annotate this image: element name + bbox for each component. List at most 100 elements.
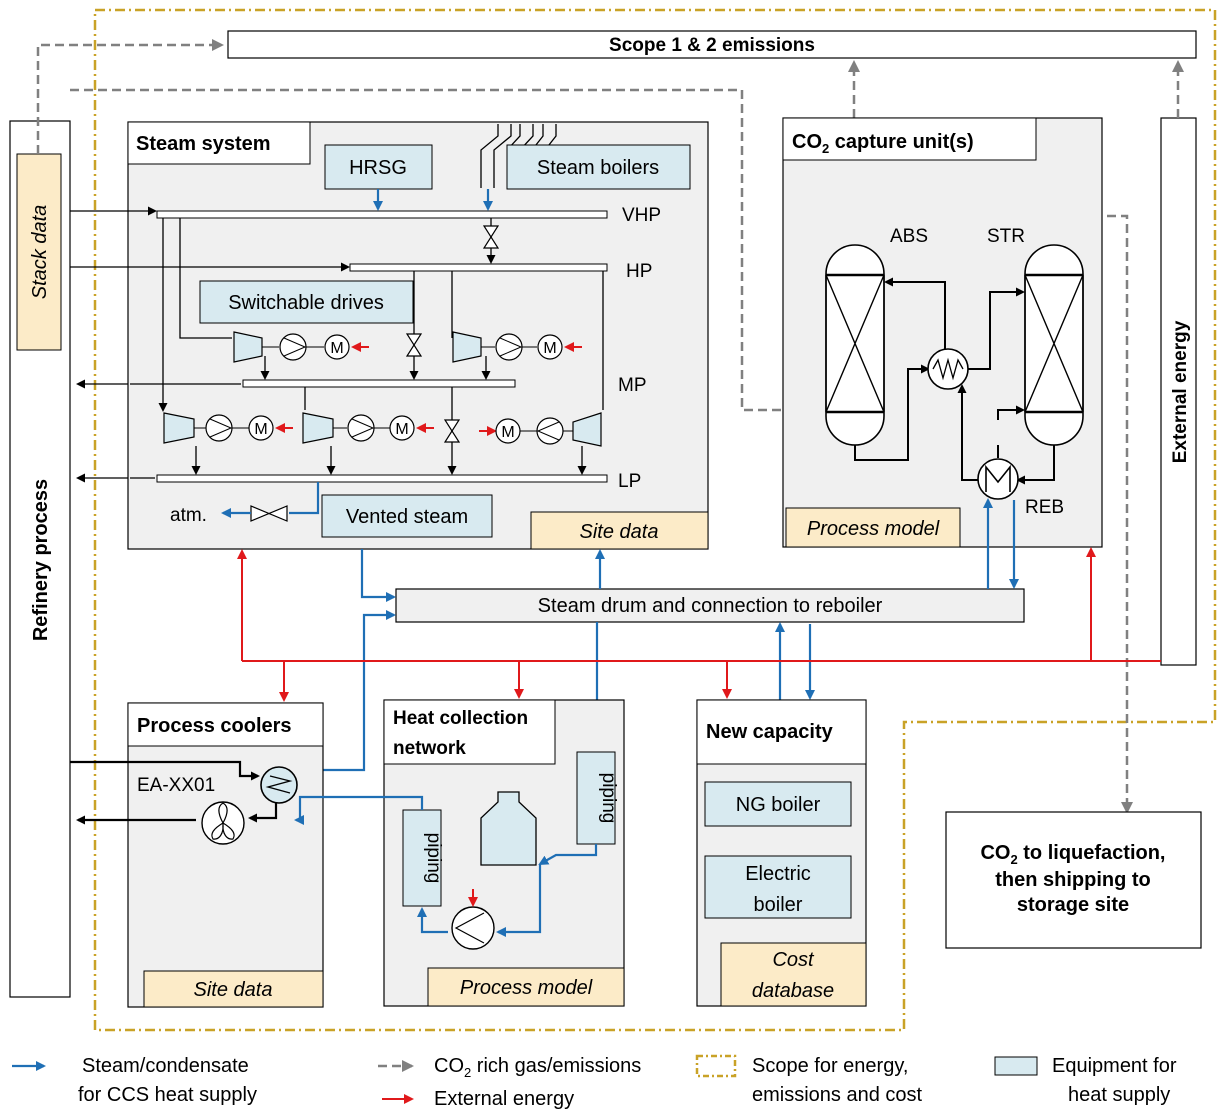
turbine-icon — [452, 331, 482, 363]
drive-train-1: M — [233, 331, 369, 363]
pump-icon — [347, 414, 375, 442]
liquefaction-box — [945, 811, 1202, 949]
hc-process-model-label: Process model — [460, 977, 593, 999]
svg-text:M: M — [254, 421, 267, 438]
electric-boiler-label-1: Electric — [745, 863, 811, 885]
motor-icon — [324, 334, 350, 360]
new-capacity-title-box — [696, 699, 867, 765]
cooler-lines — [70, 760, 278, 825]
drive-train-2: M — [452, 331, 582, 363]
legend-co2: CO2 rich gas/emissions — [434, 1055, 641, 1080]
drive-train-5: M — [479, 412, 602, 447]
atm-label: atm. — [170, 505, 207, 526]
capture-process-model-box — [785, 507, 961, 548]
hc-pump-icon — [451, 906, 495, 950]
steam-internal-lines — [70, 206, 604, 483]
svg-text:M: M — [330, 340, 343, 357]
drive-train-3: M — [163, 412, 293, 444]
heat-collection-title-box — [383, 699, 556, 765]
stripper-column — [1024, 244, 1084, 446]
turbine-icon — [233, 331, 263, 363]
legend-scope-1: Scope for energy, — [752, 1055, 908, 1077]
legend-steam-1: Steam/condensate — [82, 1055, 249, 1077]
electric-boiler-label-2: boiler — [754, 894, 803, 916]
steam-boilers-label: Steam boilers — [537, 157, 659, 179]
lp-header — [156, 474, 608, 483]
heat-collection-title-2: network — [393, 738, 466, 759]
steam-site-data-label: Site data — [580, 521, 659, 543]
liquefaction-line-3: storage site — [1017, 894, 1129, 916]
steam-drum-box — [395, 588, 1025, 623]
stack-data-label: Stack data — [29, 205, 51, 300]
legend: Steam/condensate for CCS heat supply CO2… — [12, 1054, 1177, 1110]
turbine-icon — [302, 412, 334, 444]
pump-icon — [205, 414, 233, 442]
process-coolers-title: Process coolers — [137, 715, 292, 737]
process-coolers-title-box — [127, 702, 324, 747]
piping-box-right — [576, 751, 616, 845]
piping-label-right: piping — [598, 773, 619, 824]
svg-text:M: M — [501, 424, 514, 441]
motor-icon — [537, 334, 563, 360]
capture-process-model-label: Process model — [807, 518, 940, 540]
piping-box-left — [402, 809, 442, 907]
vented-steam-box[interactable] — [321, 494, 493, 538]
tank-icon — [480, 791, 537, 866]
drive-train-4: M — [302, 412, 434, 444]
new-capacity-title: New capacity — [706, 721, 834, 743]
capture-title-box — [782, 117, 1037, 161]
steam-drum-label: Steam drum and connection to reboiler — [538, 595, 883, 617]
scope-emissions-bar — [227, 30, 1197, 59]
switchable-drives-label: Switchable drives — [228, 292, 384, 314]
motor-icon — [389, 415, 415, 441]
pump-icon — [495, 333, 523, 361]
turbine-icon — [163, 412, 195, 444]
scope-emissions-label: Scope 1 & 2 emissions — [609, 35, 815, 56]
pump-icon — [536, 417, 564, 445]
external-energy-lines — [237, 547, 1161, 702]
cooler-heat-exchanger-icon — [260, 766, 298, 804]
ng-boiler-box[interactable] — [704, 781, 852, 827]
reb-label: REB — [1025, 497, 1064, 518]
lp-label: LP — [618, 471, 641, 492]
hc-process-model-box — [427, 967, 625, 1007]
coolers-site-data-box — [143, 970, 324, 1008]
valve-icon — [405, 225, 500, 443]
mp-label: MP — [618, 375, 647, 396]
turbine-icon — [572, 412, 602, 447]
steam-system-title: Steam system — [136, 133, 271, 155]
svg-text:M: M — [395, 421, 408, 438]
refinery-process-label: Refinery process — [30, 479, 52, 641]
liquefaction-line-2: then shipping to — [995, 869, 1151, 891]
abs-label: ABS — [890, 226, 928, 247]
process-coolers-panel — [127, 702, 324, 1008]
str-label: STR — [987, 226, 1025, 247]
coolers-site-data-label: Site data — [194, 979, 273, 1001]
steam-boilers-box[interactable] — [506, 144, 691, 190]
motor-icon — [248, 415, 274, 441]
cost-database-box — [720, 942, 867, 1007]
capture-title: CO2 capture unit(s) — [792, 131, 974, 156]
heat-collection-lines — [294, 795, 598, 937]
switchable-drives-box[interactable] — [199, 280, 414, 324]
pump-icon — [279, 333, 307, 361]
hrsg-label: HRSG — [349, 157, 407, 179]
vhp-label: VHP — [622, 205, 661, 226]
external-energy-label: External energy — [1170, 320, 1191, 463]
legend-external: External energy — [434, 1088, 574, 1110]
cost-database-label-2: database — [752, 980, 834, 1002]
cost-database-label-1: Cost — [772, 949, 815, 971]
ng-boiler-label: NG boiler — [736, 794, 821, 816]
liquefaction-line-1: CO2 to liquefaction, — [980, 842, 1165, 867]
fan-icon — [201, 801, 245, 845]
heat-collection-title-1: Heat collection — [393, 708, 528, 729]
external-energy-box — [1160, 117, 1197, 666]
legend-scope-2: emissions and cost — [752, 1084, 923, 1106]
hrsg-box[interactable] — [324, 144, 433, 190]
steam-site-data-box — [530, 511, 709, 550]
reboiler-icon — [977, 458, 1019, 500]
equipment-tag: EA-XX01 — [137, 775, 215, 796]
electric-boiler-box[interactable] — [704, 855, 852, 919]
steam-system-title-box — [127, 121, 311, 165]
